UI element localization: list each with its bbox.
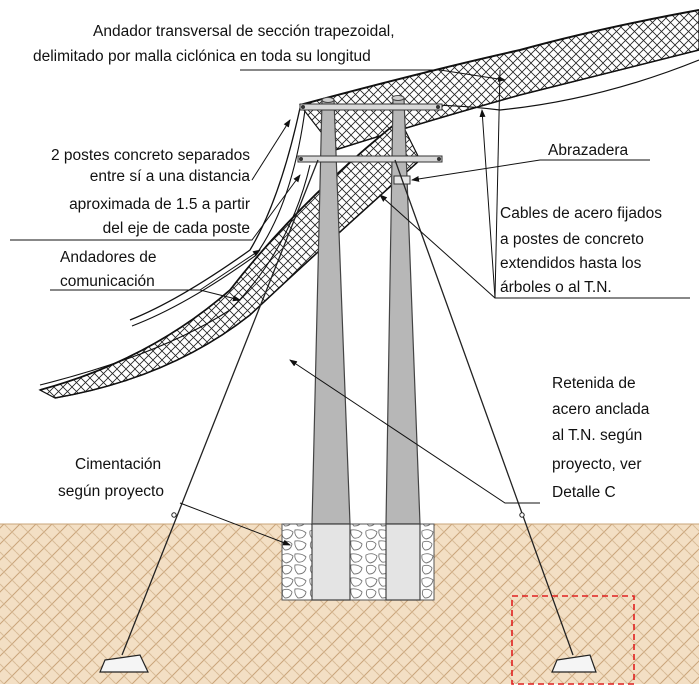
concrete-pole-left — [311, 97, 351, 601]
label-cimentacion-2: según proyecto — [58, 483, 164, 500]
cross-arm-upper — [299, 103, 443, 111]
label-cables-4: árboles o al T.N. — [500, 279, 612, 296]
label-andador-1: Andador transversal de sección trapezoid… — [93, 23, 395, 40]
label-retenida-4: proyecto, ver — [552, 456, 642, 473]
label-cimentacion-1: Cimentación — [75, 456, 161, 473]
concrete-pole-right — [385, 95, 421, 601]
label-postes-2: entre sí a una distancia — [90, 168, 251, 185]
cross-arm-lower — [297, 155, 443, 163]
label-cables-2: a postes de concreto — [500, 231, 644, 248]
detail-c-box — [511, 595, 635, 685]
anchor-left — [99, 654, 149, 673]
label-retenida-3: al T.N. según — [552, 427, 642, 444]
label-retenida-1: Retenida de — [552, 375, 636, 392]
label-andadores-1: Andadores de — [60, 249, 157, 266]
label-andador-2: delimitado por malla ciclónica en toda s… — [33, 48, 371, 65]
label-postes-1: 2 postes concreto separados — [51, 147, 250, 164]
label-retenida-5: Detalle C — [552, 484, 616, 501]
label-cables-3: extendidos hasta los — [500, 255, 642, 272]
label-andadores-2: comunicación — [60, 273, 155, 290]
leader-lines — [10, 69, 690, 546]
guy-wires — [121, 159, 574, 656]
label-retenida-2: acero anclada — [552, 401, 650, 418]
label-postes-4: del eje de cada poste — [103, 220, 250, 237]
anchor-right — [551, 654, 597, 673]
label-postes-3: aproximada de 1.5 a partir — [69, 196, 250, 213]
label-cables-1: Cables de acero fijados — [500, 205, 662, 222]
label-abrazadera: Abrazadera — [548, 142, 629, 159]
